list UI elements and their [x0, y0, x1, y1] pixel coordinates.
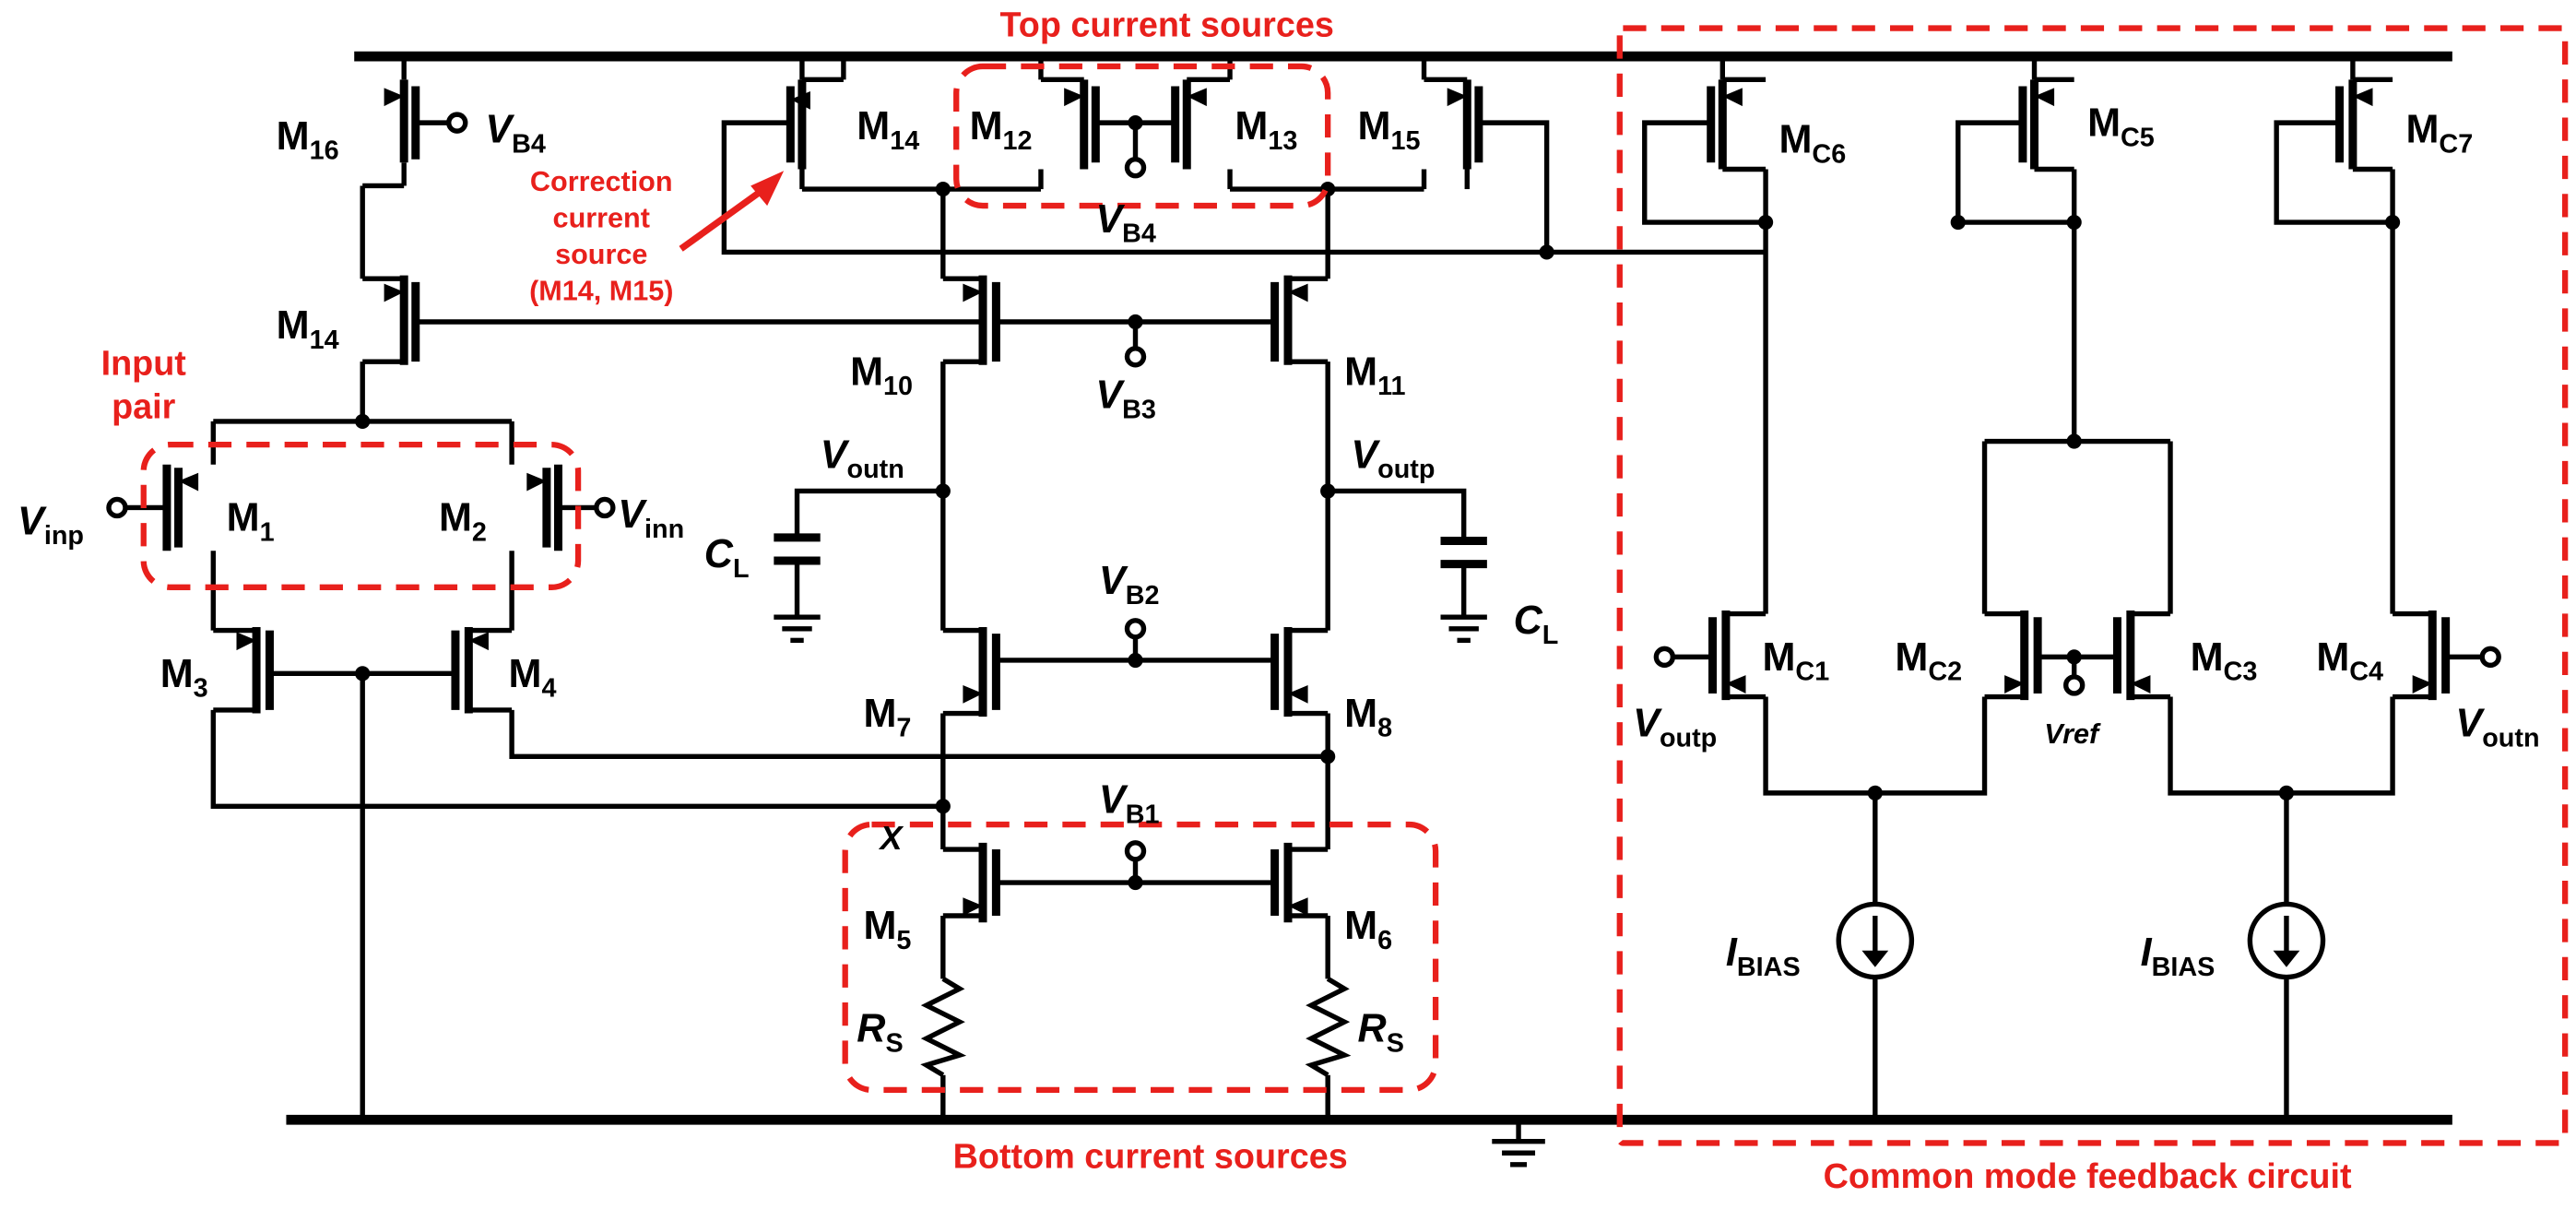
label-vb4-top: VB4: [1095, 197, 1156, 249]
annotation-boxes: [140, 25, 2569, 1146]
label-voutn-cmfb: Voutn: [2455, 702, 2539, 753]
label-vb3: VB3: [1095, 373, 1156, 425]
label-node-x: X: [878, 819, 904, 857]
label-m14-left: M14: [277, 303, 339, 355]
box-input-pair: [140, 441, 582, 590]
resistor-rs-right: [1305, 977, 1352, 1078]
vb2-terminal: [1124, 618, 1147, 640]
label-m3: M3: [160, 652, 208, 704]
label-m10: M10: [850, 350, 913, 401]
transistor-bodies: [162, 79, 2451, 923]
ibias-source-right: [2247, 901, 2326, 980]
annotation-text: Top current sources Bottom current sourc…: [101, 6, 2352, 1196]
ibias-source-left: [1836, 901, 1915, 980]
vref-terminal: [2062, 674, 2086, 696]
label-vinn: Vinn: [618, 492, 684, 544]
label-input-pair-1: Input: [101, 345, 187, 384]
vb4-terminal-top: [1124, 156, 1147, 179]
label-m11: M11: [1344, 350, 1405, 401]
correction-arrow: [679, 186, 766, 252]
label-mc2: MC2: [1895, 635, 1962, 687]
label-input-pair-2: pair: [112, 387, 176, 426]
terminals: [106, 112, 2501, 862]
label-cl-left: CL: [704, 532, 750, 584]
label-vb1: VB1: [1099, 777, 1160, 829]
resistor-rs-left: [920, 977, 967, 1078]
voutp-cmfb-terminal: [1653, 646, 1676, 669]
label-mc4: MC4: [2316, 635, 2383, 687]
box-cmfb: [1616, 25, 2569, 1146]
label-correction-1: Correction: [530, 166, 673, 197]
label-mc6: MC6: [1778, 118, 1846, 170]
label-m5: M5: [863, 904, 911, 955]
label-voutn: Voutn: [821, 433, 904, 484]
label-m16: M16: [277, 114, 339, 166]
vb4-terminal-left: [446, 112, 468, 134]
cap-grounds: [774, 614, 1487, 644]
vinp-terminal: [106, 496, 128, 519]
label-m7: M7: [863, 692, 911, 743]
label-m1: M1: [227, 496, 275, 548]
ground-symbol: [1492, 1120, 1545, 1168]
label-m8: M8: [1344, 692, 1392, 743]
vb1-terminal: [1124, 840, 1147, 862]
label-voutp-cmfb: Voutp: [1633, 702, 1717, 753]
label-bottom-sources: Bottom current sources: [953, 1137, 1348, 1176]
label-m4: M4: [509, 652, 557, 704]
label-m2: M2: [439, 496, 487, 548]
label-mc3: MC3: [2191, 635, 2258, 687]
vb3-terminal: [1124, 346, 1147, 368]
label-m13: M13: [1235, 104, 1297, 156]
label-vref: Vref: [2044, 718, 2101, 750]
label-m14-top: M14: [857, 104, 919, 156]
label-correction-4: (M14, M15): [529, 276, 673, 307]
label-correction-2: current: [553, 202, 650, 233]
label-rs-left: RS: [857, 1007, 903, 1059]
label-vb4-left: VB4: [485, 108, 546, 160]
label-m15: M15: [1358, 104, 1421, 156]
label-cl-right: CL: [1514, 599, 1559, 650]
box-bottom-sources: [842, 821, 1439, 1094]
label-ibias-left: IBIAS: [1726, 931, 1801, 982]
label-m12: M12: [970, 104, 1033, 156]
label-cmfb: Common mode feedback circuit: [1824, 1157, 2352, 1196]
label-vb2: VB2: [1099, 559, 1160, 610]
label-correction-3: source: [555, 239, 647, 270]
arrowheads: [178, 88, 2433, 967]
component-labels: M16 VB4 M14 M1 M2 Vinp Vinn M3 M4 M14 M1…: [18, 101, 2539, 1059]
label-rs-right: RS: [1358, 1007, 1404, 1059]
resistors: [920, 977, 1352, 1078]
label-m6: M6: [1344, 904, 1392, 955]
label-voutp: Voutp: [1351, 433, 1435, 484]
vinn-terminal: [594, 496, 616, 519]
current-sources: [1836, 901, 2326, 980]
rails: [286, 51, 2452, 1125]
label-vinp: Vinp: [18, 499, 84, 551]
label-mc7: MC7: [2405, 108, 2473, 160]
label-ibias-right: IBIAS: [2141, 931, 2216, 982]
voutn-cmfb-terminal: [2479, 646, 2501, 669]
label-mc5: MC5: [2087, 101, 2155, 153]
junctions: [355, 115, 2401, 891]
label-mc1: MC1: [1762, 635, 1829, 687]
box-top-sources: [953, 63, 1331, 209]
label-top-sources: Top current sources: [999, 6, 1333, 45]
